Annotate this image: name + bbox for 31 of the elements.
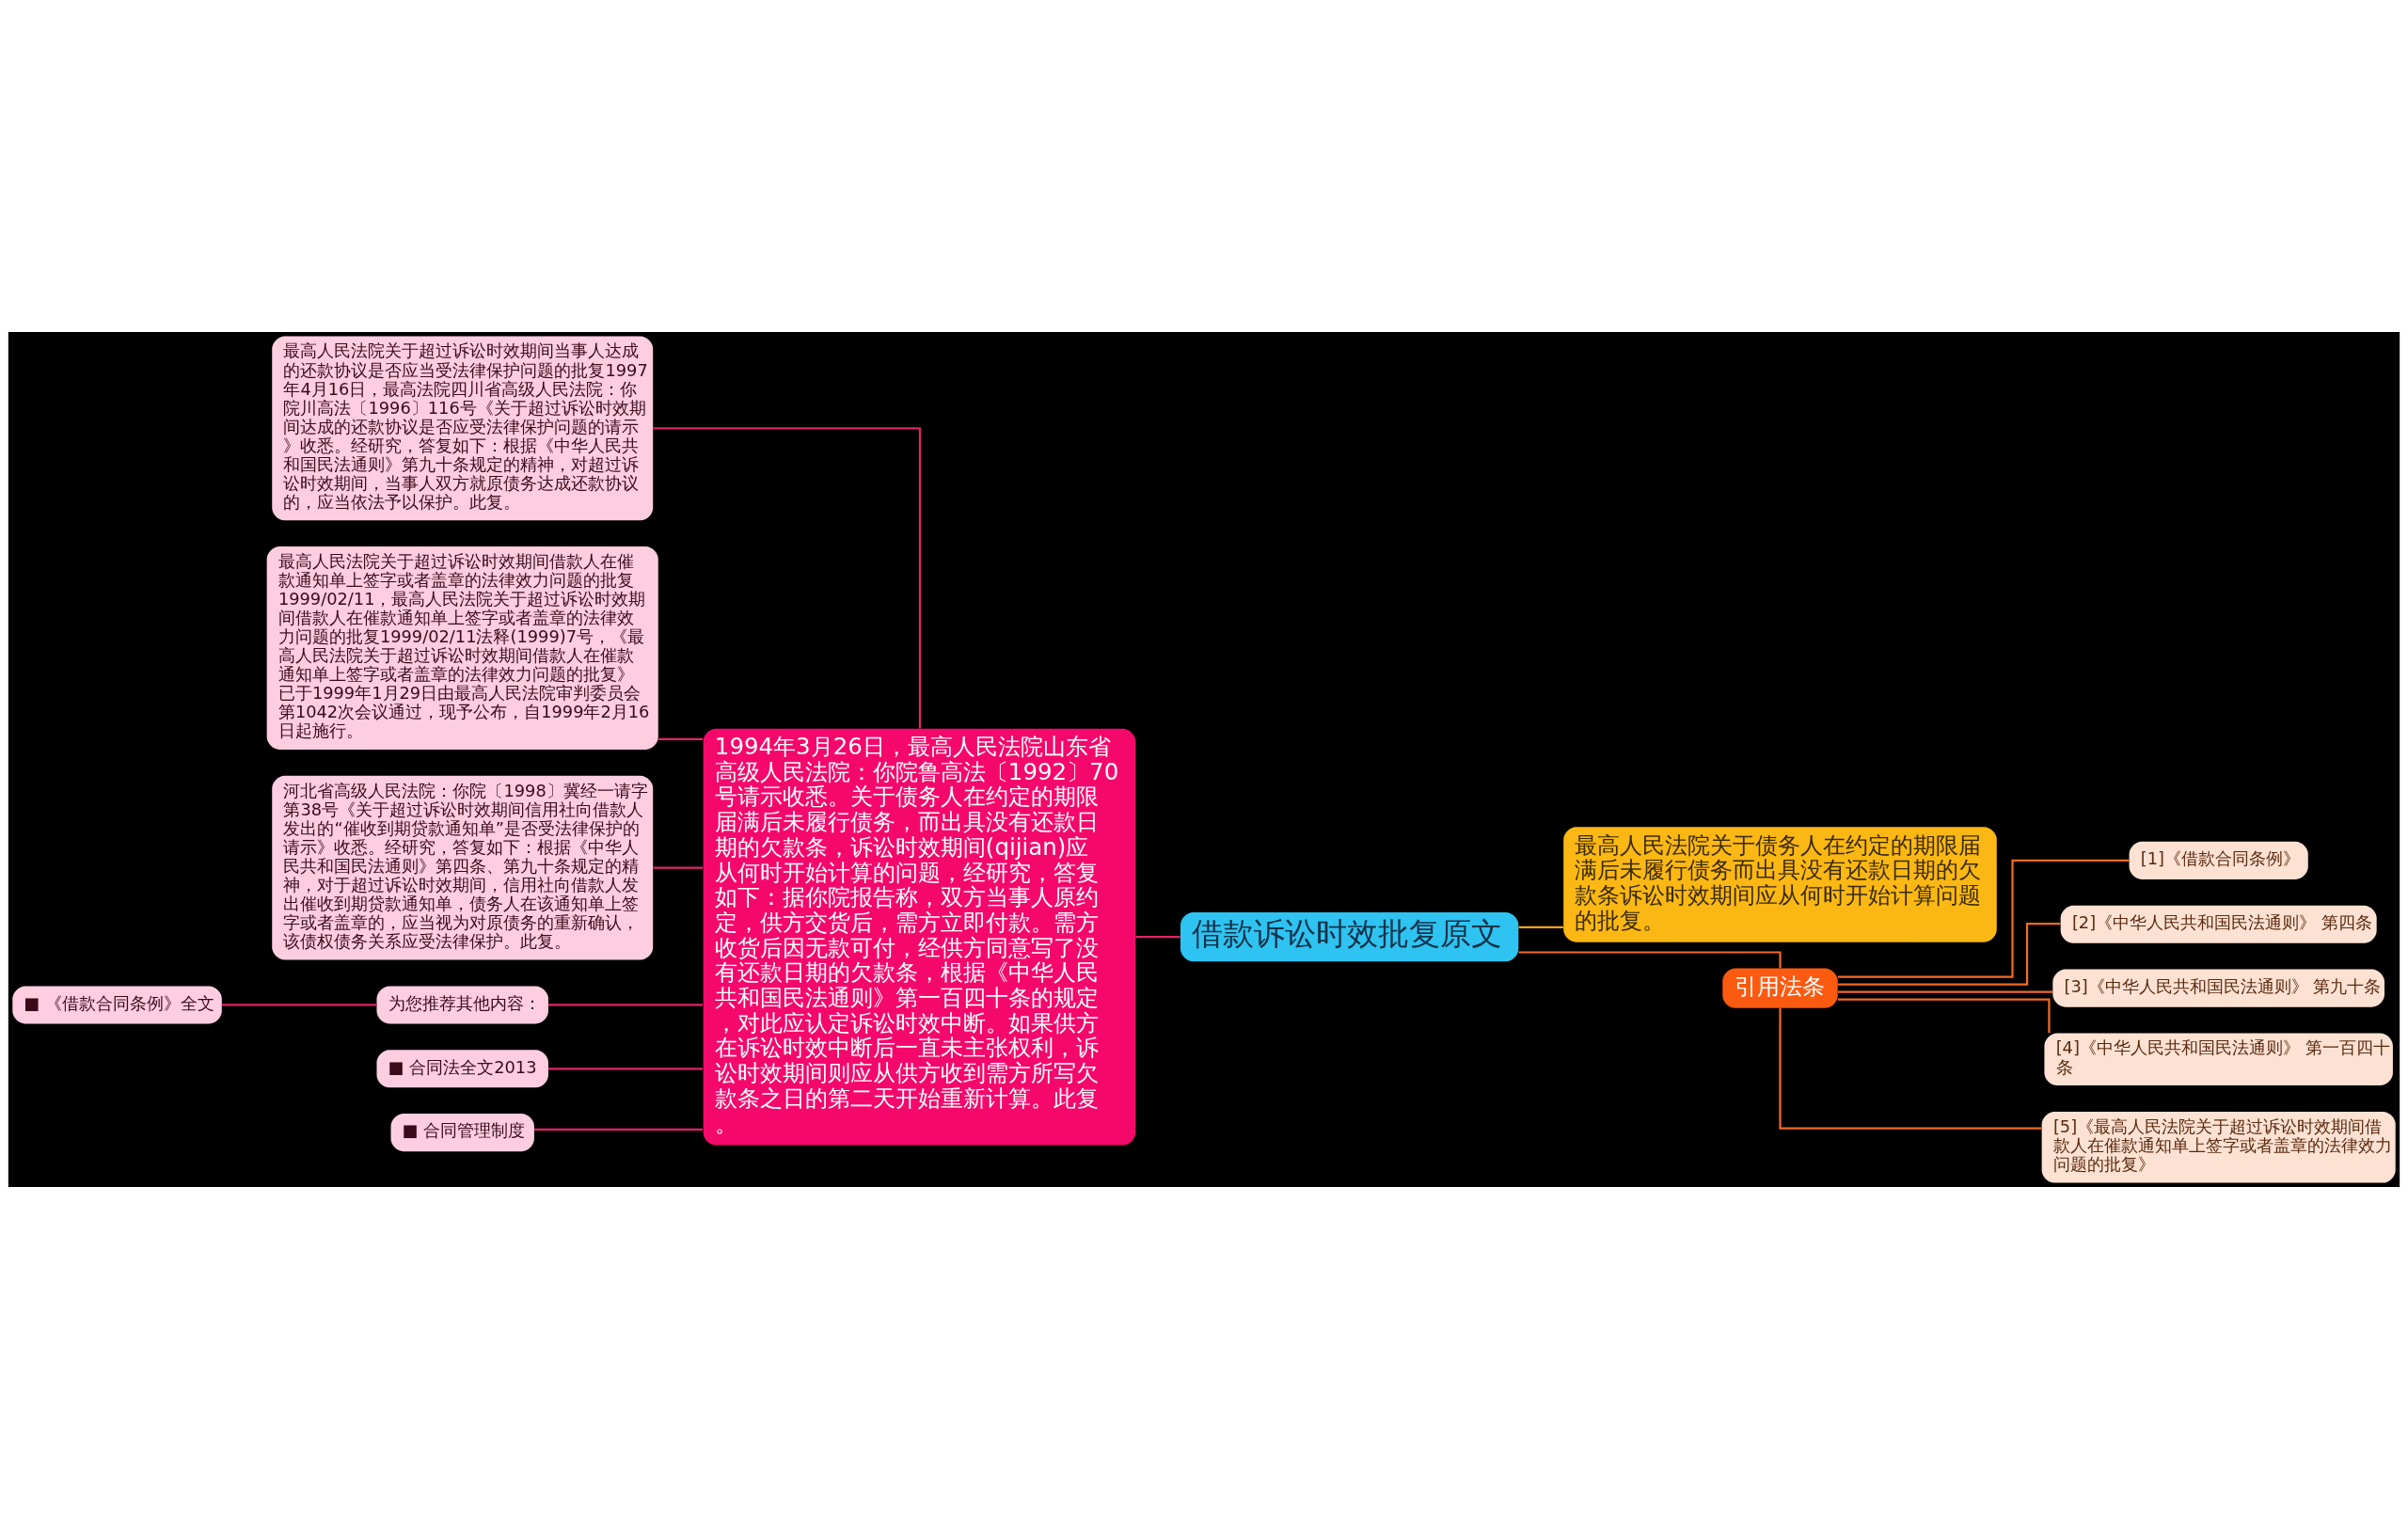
node-box: [1]《借款合同条例》 — [2129, 841, 2308, 879]
connector — [534, 1128, 704, 1131]
node-box: [2]《中华人民共和国民法通则》 第四条 — [2060, 905, 2377, 943]
connector — [1518, 951, 1782, 969]
connector — [1135, 935, 1180, 939]
connector — [1837, 923, 2061, 986]
node-box: [3]《中华人民共和国民法通则》 第九十条 — [2052, 969, 2384, 1007]
connector — [1837, 998, 2051, 1034]
connector — [1518, 926, 1563, 928]
connector — [657, 737, 704, 740]
node-box: 最高人民法院关于债务人在约定的期限届满后未履行债务而出具没有还款日期的欠款条诉讼时效期间应从何时开始计算问题的批复。 — [1563, 827, 1997, 942]
connector — [1779, 1007, 2042, 1130]
connector — [548, 1068, 704, 1070]
connector — [1837, 859, 2130, 978]
node-box: 1994年3月26日，最高人民法院山东省高级人民法院：你院鲁高法〔1992〕70号请示收悉。关于债务人在约定的期限届满后未履行债务，而出具没有还款日期的欠款条，诉讼时效期间(qijian)应从何时开始计算的问题，经研究，答复如下：据你院报告称，双方当事人原约定，供方交货后，需方立即付款。需方收货后因无款可付，经供方同意写了没有还款日期的欠款条，根据《中华人民共和国民法通则》第一百四十条的规定，对此应认定诉讼时效中断。如果供方在诉讼时效中断后一直未主张权利，诉讼时效期间则应从供方收到需方所写欠款条之日的第二天开始重新计算。此复。 — [703, 728, 1136, 1146]
node-box: 最高人民法院关于超过诉讼时效期间借款人在催款通知单上签字或者盖章的法律效力问题的批复1999/02/11，最高人民法院关于超过诉讼时效期间借款人在催款通知单上签字或者盖章的法律效力问题的批复1999/02/11法释(1999)7号，《最高人民法院关于超过诉讼时效期间借款人在催款通知单上签字或者盖章的法律效力问题的批复》已于1999年1月29日由最高人民法院审判委员会第1042次会议通过，现予公布，自1999年2月16日起施行。 — [266, 546, 658, 750]
node-box: 借款诉讼时效批复原文 — [1180, 911, 1519, 962]
connector — [1837, 990, 2052, 993]
node-box: 引用法条 — [1722, 968, 1838, 1008]
node-box: 河北省高级人民法院：你院〔1998〕冀经一请字第38号《关于超过诉讼时效期间信用社向借款人发出的“催收到期贷款通知单”是否受法律保护的请示》收悉。经研究，答复如下：根据《中华人民共和国民法通则》第四条、第九十条规定的精神，对于超过诉讼时效期间，信用社向借款人发出催收到期贷款通知单，债务人在该通知单上签字或者盖章的，应当视为对原债务的重新确认，该债权债务关系应受法律保护。此复。 — [272, 775, 654, 960]
node-box: 最高人民法院关于超过诉讼时效期间当事人达成的还款协议是否应当受法律保护问题的批复1997年4月16日，最高法院四川省高级人民法院：你院川高法〔1996〕116号《关于超过诉讼时效期间达成的还款协议是否应受法律保护问题的请示》收悉。经研究，答复如下：根据《中华人民共和国民法通则》第九十条规定的精神，对超过诉讼时效期间，当事人双方就原债务达成还款协议的，应当依法予以保护。此复。 — [272, 336, 654, 521]
node-box: 为您推荐其他内容： — [376, 986, 548, 1024]
node-box: [4]《中华人民共和国民法通则》 第一百四十条 — [2044, 1033, 2393, 1086]
connector — [222, 1004, 377, 1006]
connector — [653, 866, 704, 869]
connector — [548, 1004, 704, 1006]
node-box: [5]《最高人民法院关于超过诉讼时效期间借款人在催款通知单上签字或者盖章的法律效力问题的批复》 — [2041, 1111, 2396, 1183]
node-box: ■ 合同法全文2013 — [376, 1050, 548, 1088]
connector — [653, 427, 922, 729]
node-box: ■ 合同管理制度 — [390, 1114, 534, 1152]
node-box: ■ 《借款合同条例》全文 — [12, 986, 222, 1024]
